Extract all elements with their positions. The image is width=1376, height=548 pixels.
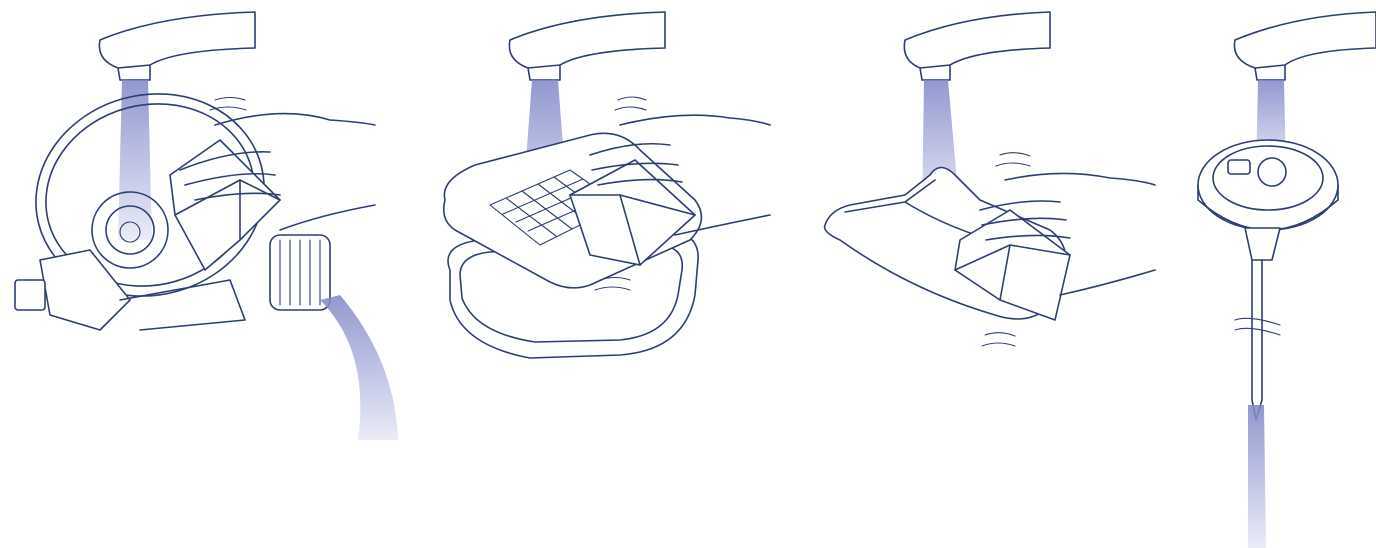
panel-2-grid-insert-rinse xyxy=(420,0,780,548)
panel-3-pusher-rinse xyxy=(810,0,1180,548)
faucet-icon xyxy=(509,12,665,80)
faucet-icon xyxy=(99,12,255,80)
panel-1-blender-base-rinse xyxy=(0,0,410,548)
panel-4-lid-rod-rinse xyxy=(1190,0,1376,548)
faucet-icon xyxy=(904,12,1050,80)
rod xyxy=(1235,228,1280,420)
lid xyxy=(1198,140,1338,230)
faucet-icon xyxy=(1234,12,1376,80)
sponge xyxy=(170,140,280,270)
hose-connector xyxy=(270,235,330,310)
drain-water xyxy=(320,295,398,440)
drain-water xyxy=(1248,405,1266,548)
